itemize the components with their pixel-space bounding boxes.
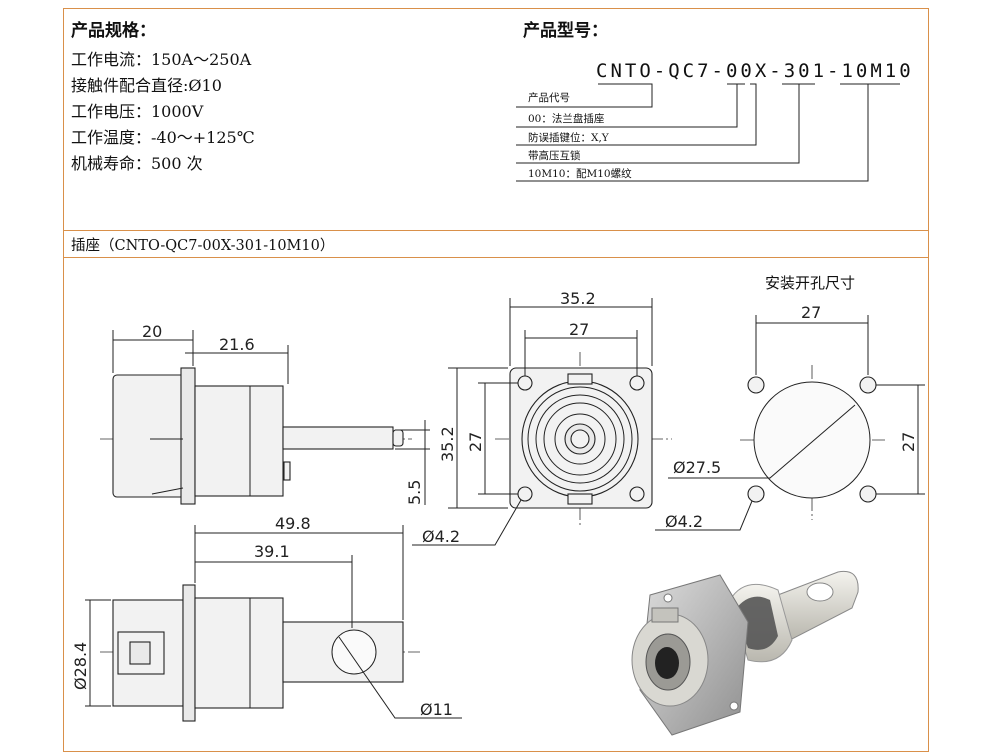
legend-item: 防误插键位：X,Y: [528, 132, 609, 144]
spec-line: 工作电流：150A～250A: [71, 50, 252, 69]
model-title: 产品型号：: [523, 21, 608, 41]
dim-35-2-side: 35.2: [438, 426, 457, 462]
dim-5-5: 5.5: [405, 480, 424, 505]
legend-item: 10M10：配M10螺纹: [528, 168, 632, 180]
connector-3d-render: [631, 570, 859, 736]
divider-top: [63, 230, 929, 231]
bottom-view: [100, 584, 420, 722]
dim-21-6: 21.6: [219, 335, 255, 354]
model-leaders: [516, 83, 900, 182]
dim-28-4: Ø28.4: [71, 642, 90, 690]
legend-item: 产品代号: [528, 92, 570, 104]
dim-27-right: 27: [899, 432, 918, 452]
mount-title: 安装开孔尺寸: [765, 274, 856, 292]
mount-view: [740, 365, 885, 520]
dim-35-2-top: 35.2: [560, 289, 596, 308]
model-code: CNTO-QC7-00X-301-10M10: [596, 60, 914, 82]
section-label: 插座（CNTO-QC7-00X-301-10M10）: [71, 238, 335, 254]
spec-line: 工作温度：-40～+125℃: [71, 128, 255, 147]
spec-line: 机械寿命：500 次: [71, 154, 203, 173]
dim-49-8: 49.8: [275, 514, 311, 533]
mount-dims: [655, 315, 925, 531]
spec-line: 工作电压：1000V: [71, 102, 204, 121]
dim-27-top: 27: [569, 320, 589, 339]
side-dims: [112, 330, 430, 505]
dim-39-1: 39.1: [254, 542, 290, 561]
legend-item: 带高压互锁: [528, 150, 581, 162]
front-view: [495, 352, 672, 525]
divider-label: [63, 257, 929, 258]
legend-item: 00：法兰盘插座: [528, 113, 605, 125]
bottom-dims: [85, 525, 462, 719]
spec-line: 接触件配合直径:Ø10: [71, 76, 222, 95]
dim-27-5: Ø27.5: [673, 458, 721, 477]
dim-4-2-a: Ø4.2: [422, 527, 460, 546]
dim-11: Ø11: [420, 700, 453, 719]
front-dims: [412, 298, 653, 546]
dim-27-side: 27: [466, 432, 485, 452]
dim-4-2-b: Ø4.2: [665, 512, 703, 531]
page-frame: [63, 8, 929, 752]
dim-20: 20: [142, 322, 162, 341]
side-view: [100, 367, 412, 505]
specs-title: 产品规格：: [71, 21, 156, 41]
dim-27-mount: 27: [801, 303, 821, 322]
